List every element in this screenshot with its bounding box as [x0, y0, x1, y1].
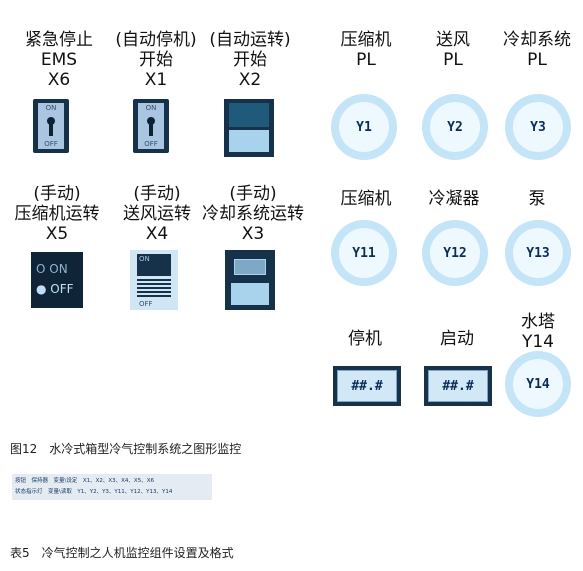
- stop-value-display: ##.#: [333, 366, 401, 406]
- compressor-pl-label: 压缩机 PL: [340, 30, 392, 70]
- condenser-lamp-label: 冷凝器: [428, 189, 480, 209]
- toggle-knob-icon: [47, 117, 55, 125]
- table-row: 状态指示灯 变量\读取 Y1、Y2、Y3、Y11、Y12、Y13、Y14: [15, 489, 173, 495]
- figure-caption: 图12 水冷式箱型冷气控制系统之图形监控: [10, 442, 242, 456]
- rocker-face: ON OFF: [138, 103, 164, 149]
- fan-pl-label: 送风 PL: [436, 30, 470, 70]
- switch-upper-panel: [231, 256, 269, 278]
- manual-compressor-switch-label: (手动) 压缩机运转 X5: [14, 184, 100, 244]
- ems-switch[interactable]: ON OFF: [33, 99, 69, 153]
- auto-run-switch-label: (自动运转) 开始 X2: [209, 30, 291, 90]
- switch-stripes: [137, 279, 171, 299]
- toggle-stem-icon: [149, 124, 153, 136]
- start-value-display: ##.#: [424, 366, 492, 406]
- pump-lamp: Y13: [505, 220, 571, 286]
- condenser-lamp: Y12: [422, 220, 488, 286]
- toggle-knob-icon: [147, 117, 155, 125]
- manual-fan-switch[interactable]: ON OFF: [130, 250, 178, 310]
- switch-lower-panel: [229, 130, 269, 152]
- component-table: 按钮 保持器 变量\设定 X1、X2、X3、X4、X5、X6 状态指示灯 变量\…: [12, 474, 212, 500]
- auto-run-switch[interactable]: [224, 99, 274, 157]
- switch-lower-panel: [231, 283, 269, 305]
- compressor-lamp: Y11: [331, 220, 397, 286]
- manual-fan-switch-label: (手动) 送风运转 X4: [123, 184, 191, 244]
- switch-upper-panel: [229, 103, 269, 127]
- water-tower-label: 水塔 Y14: [521, 312, 555, 352]
- auto-stop-switch-label: (自动停机) 开始 X1: [115, 30, 197, 90]
- manual-compressor-switch[interactable]: O ON ● OFF: [31, 252, 83, 308]
- ems-switch-label: 紧急停止 EMS X6: [25, 30, 93, 90]
- rocker-face: ON OFF: [38, 103, 64, 149]
- pump-lamp-label: 泵: [528, 189, 546, 209]
- start-value-label: 启动: [440, 329, 474, 349]
- manual-cooling-switch-label: (手动) 冷却系统运转 X3: [202, 184, 304, 244]
- cooling-pl-lamp: Y3: [505, 94, 571, 160]
- switch-on-panel: ON: [137, 254, 171, 276]
- toggle-stem-icon: [49, 124, 53, 136]
- cooling-pl-label: 冷却系统 PL: [503, 30, 571, 70]
- table-row: 按钮 保持器 变量\设定 X1、X2、X3、X4、X5、X6: [15, 478, 154, 484]
- fan-pl-lamp: Y2: [422, 94, 488, 160]
- auto-stop-switch[interactable]: ON OFF: [133, 99, 169, 153]
- manual-cooling-switch[interactable]: [225, 250, 275, 310]
- compressor-lamp-label: 压缩机: [340, 189, 392, 209]
- water-tower-lamp: Y14: [505, 351, 571, 417]
- table-caption: 表5 冷气控制之人机监控组件设置及格式: [10, 546, 234, 560]
- compressor-pl-lamp: Y1: [331, 94, 397, 160]
- stop-value-label: 停机: [348, 329, 382, 349]
